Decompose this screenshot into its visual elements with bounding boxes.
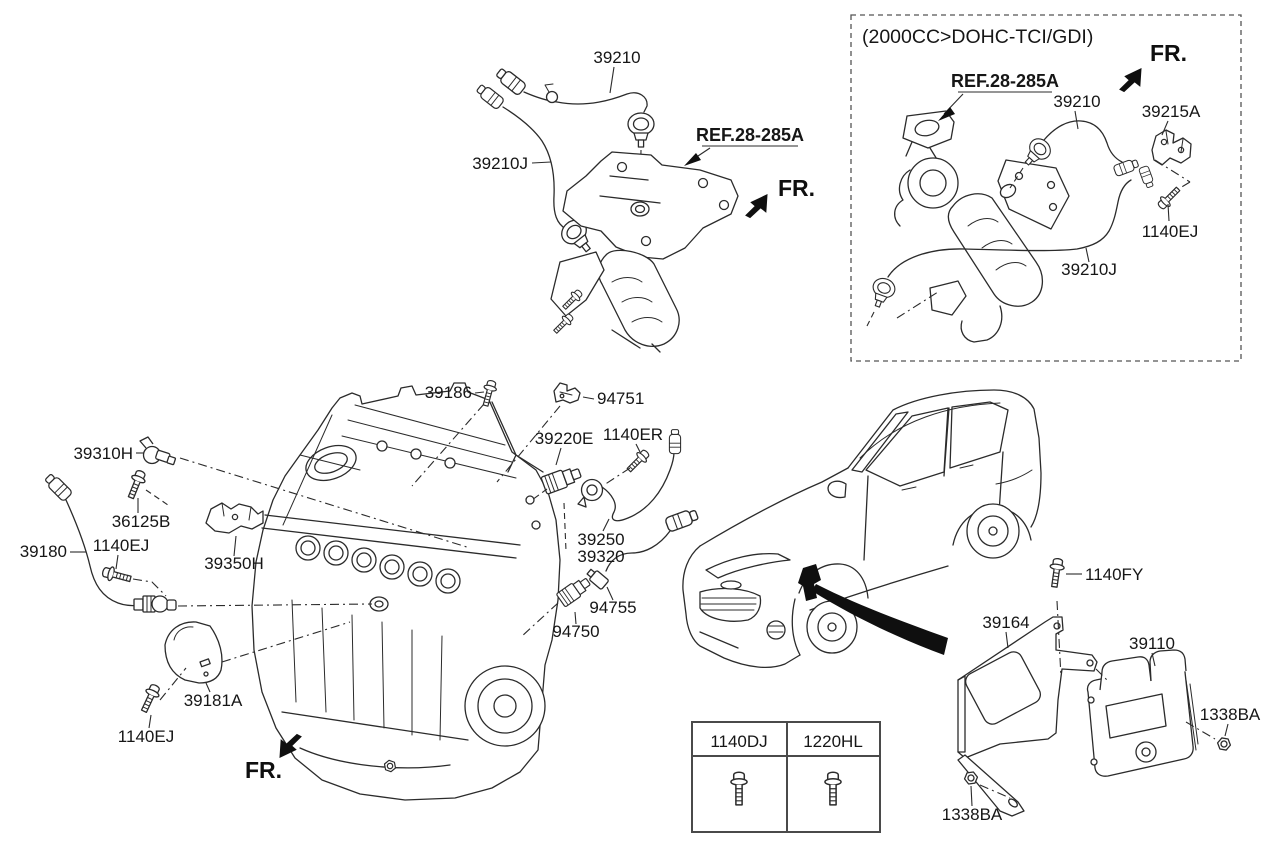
part-label-39220e: 39220E	[535, 429, 594, 448]
fr-label: FR.	[778, 175, 815, 201]
sensor-bracket-39215a	[1151, 129, 1192, 195]
knock-sensor-cable	[601, 451, 675, 522]
connector-39210	[493, 65, 528, 97]
part-label-1140ej-upper: 1140EJ	[93, 536, 149, 555]
bolt-1140ej-lower	[136, 681, 163, 715]
ref-label: REF.28-285A	[951, 71, 1059, 91]
part-label-1140ej-lower: 1140EJ	[118, 727, 174, 746]
inset-caption: (2000CC>DOHC-TCI/GDI)	[862, 26, 1093, 48]
part-label-39210: 39210	[593, 48, 640, 67]
inset-view: (2000CC>DOHC-TCI/GDI) FR.	[850, 14, 1242, 362]
oxygen-sensor-upstream-inset	[1009, 120, 1123, 189]
bolt-36125b	[123, 468, 149, 501]
fr-direction-arrow: FR.	[740, 175, 815, 220]
part-label-39180: 39180	[20, 542, 67, 561]
part-label-39320: 39320	[577, 547, 624, 566]
part-label-39250: 39250	[577, 530, 624, 549]
part-label-39210j: 39210J	[472, 154, 528, 173]
camshaft-sensor-39310h	[139, 436, 471, 549]
part-label-1140er: 1140ER	[603, 425, 663, 444]
sensor-39220e	[540, 463, 584, 495]
table-bolt-1140dj	[730, 771, 748, 806]
location-swoosh-arrow	[812, 584, 948, 655]
part-label-1140ej-inset: 1140EJ	[1142, 222, 1198, 241]
part-label-39210j-inset: 39210J	[1061, 260, 1117, 279]
ecu-view: 1140FY 39164 39110 1338BA 1338BA	[942, 557, 1261, 824]
exhaust-ports	[295, 535, 461, 594]
part-label-39350h: 39350H	[204, 554, 264, 573]
table-header-1140dj: 1140DJ	[710, 732, 767, 751]
inset-border	[850, 14, 1242, 362]
oxygen-sensor-upstream	[627, 112, 655, 148]
part-label-39210-inset: 39210	[1053, 92, 1100, 111]
part-label-1338ba-bottom: 1338BA	[942, 805, 1003, 824]
crankshaft-sensor	[133, 595, 373, 613]
part-label-39181a: 39181A	[184, 691, 243, 710]
fastener-table: 1140DJ 1220HL	[691, 721, 881, 833]
connector-39180	[42, 471, 74, 503]
fr-direction-arrow: FR.	[1114, 40, 1187, 94]
inline-connector-inset	[1112, 157, 1156, 189]
knock-sensor-39250	[563, 429, 682, 552]
part-label-36125b: 36125B	[112, 512, 171, 531]
upper-exhaust-view: 39210 39210J REF.28-285A FR.	[472, 48, 815, 353]
sensor-94750	[555, 574, 594, 608]
ecu-location-mark	[798, 564, 821, 601]
bracket-39164-drawing	[957, 616, 1098, 817]
ref-callout: REF.28-285A	[938, 71, 1059, 121]
cover-39181a	[164, 621, 351, 684]
fr-label: FR.	[1150, 40, 1187, 66]
harness-94755	[586, 506, 700, 590]
cable-39180	[65, 499, 142, 607]
part-label-39164: 39164	[982, 613, 1029, 632]
part-label-39310h: 39310H	[73, 444, 133, 463]
ecu-39110-drawing	[1086, 649, 1199, 777]
turbo-manifold-drawing	[894, 110, 1070, 343]
cable-grommet	[545, 90, 559, 104]
cable-39210j	[502, 106, 567, 230]
oxygen-sensor-downstream-inset	[866, 179, 1132, 327]
engine-drawing	[251, 382, 561, 801]
fr-label: FR.	[245, 757, 282, 783]
cable-39210	[523, 91, 648, 113]
part-label-94755: 94755	[589, 598, 636, 617]
table-header-1220hl: 1220HL	[803, 732, 863, 751]
exhaust-manifold-drawing	[550, 151, 739, 353]
fr-direction-arrow: FR.	[245, 732, 307, 783]
bolt-1140er	[623, 446, 653, 476]
ref-label: REF.28-285A	[696, 125, 804, 145]
part-label-94750: 94750	[552, 622, 599, 641]
part-label-1140fy: 1140FY	[1085, 565, 1143, 584]
bracket-39350h	[205, 502, 264, 534]
part-label-39215a: 39215A	[1142, 102, 1201, 121]
connector-39210j	[474, 82, 506, 111]
part-label-94751: 94751	[597, 389, 644, 408]
part-label-39110: 39110	[1129, 634, 1175, 653]
bolt-1140ej-inset	[1154, 183, 1184, 222]
table-bolt-1220hl	[824, 771, 842, 806]
part-label-1338ba-right: 1338BA	[1200, 705, 1261, 724]
part-label-39186: 39186	[425, 383, 472, 402]
nut-1338ba-right	[1215, 736, 1233, 752]
vehicle-view	[682, 389, 1042, 668]
suv-drawing	[682, 389, 1042, 668]
engine-view: 39186 94751 39220E 1140ER 39310H 36125B …	[20, 378, 700, 801]
clip-94751	[496, 382, 581, 483]
bolt-1140fy	[1046, 557, 1066, 589]
ref-callout: REF.28-285A	[684, 125, 804, 166]
